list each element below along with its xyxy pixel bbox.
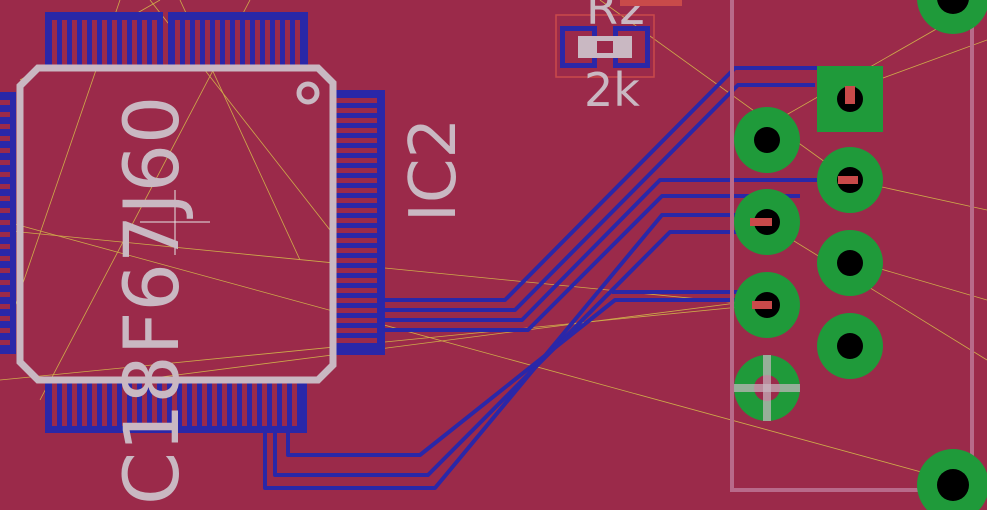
- connector-pads: [734, 66, 883, 421]
- connector-pads-col-b: [817, 147, 883, 379]
- corner-pads: [917, 0, 987, 510]
- corner-pad-top-right-hole: [937, 0, 969, 14]
- connector-pad-cross-v: [763, 355, 771, 421]
- ic-pin1-marker: [296, 81, 320, 105]
- r2-outline[interactable]: [555, 14, 655, 78]
- ic-outline[interactable]: [16, 64, 337, 384]
- ic-value-label: C18F67J60: [107, 96, 196, 505]
- traces-top: [263, 66, 845, 490]
- ic-name-label: IC2: [397, 118, 471, 222]
- connector-outline[interactable]: [730, 0, 974, 492]
- corner-pad-bottom-right-hole: [937, 469, 969, 501]
- origin-crosshair: [140, 190, 210, 255]
- connector-pad-hole: [837, 250, 863, 276]
- connector-pads-col-a: [734, 107, 800, 421]
- ic-top-pad-fingers: [52, 20, 300, 70]
- ic-bottom-pad-fingers: [52, 378, 297, 426]
- r2-body-center: [597, 41, 613, 53]
- ic-left-pad-fingers: [0, 100, 10, 345]
- ic-right-pad-fingers: [335, 98, 377, 343]
- corner-pad-top-right[interactable]: [917, 0, 987, 34]
- r2-top-trace: [620, 0, 682, 6]
- connector-pad-hole: [837, 333, 863, 359]
- bottom-copper-stubs: [750, 86, 858, 309]
- r2-value-label: 2k: [584, 63, 640, 117]
- connector-pad-hole: [754, 127, 780, 153]
